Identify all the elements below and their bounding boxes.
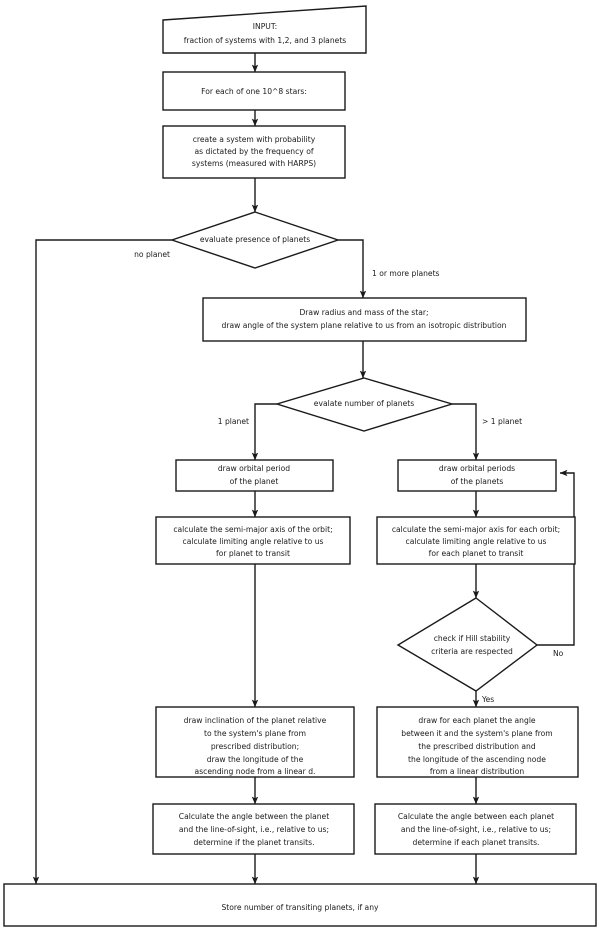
- node-evaluate-presence: evaluate presence of planets: [169, 211, 341, 269]
- edge-no-planet-to-store: [32, 239, 172, 885]
- node-inclination-multi: draw for each planet the angle between i…: [376, 706, 579, 778]
- semimajor-multi-rect: [376, 516, 576, 565]
- evaluate-number-diamond: [274, 377, 455, 432]
- node-inclination-single: draw inclination of the planet relative …: [155, 706, 355, 778]
- node-period-single: draw orbital period of the planet: [175, 459, 334, 492]
- node-inclination-single-line-0: draw inclination of the planet relative: [184, 716, 327, 725]
- node-transit-multi-line-1: and the line-of-sight, i.e., relative to…: [401, 825, 551, 834]
- node-transit-single-line-1: and the line-of-sight, i.e., relative to…: [179, 825, 329, 834]
- node-create-system-line-2: systems (measured with HARPS): [192, 159, 316, 168]
- node-evaluate-presence-line-0: evaluate presence of planets: [200, 235, 310, 244]
- edge-label-hill-no: No: [553, 649, 564, 658]
- node-period-single-line-0: draw orbital period: [218, 464, 290, 473]
- draw-star-rect: [202, 297, 527, 342]
- node-period-single-line-1: of the planet: [230, 477, 279, 486]
- node-input-line-1: fraction of systems with 1,2, and 3 plan…: [184, 36, 347, 45]
- node-semimajor-multi-line-0: calculate the semi-major axis for each o…: [392, 525, 560, 534]
- node-inclination-multi-line-3: the longitude of the ascending node: [408, 755, 546, 764]
- node-transit-multi: Calculate the angle between each planet …: [374, 803, 577, 855]
- inclination-single-rect: [155, 706, 355, 778]
- edge-label-one-or-more-planets: 1 or more planets: [372, 269, 440, 278]
- node-create-system-line-1: as dictated by the frequency of: [194, 147, 313, 156]
- node-hill-check-line-1: criteria are respected: [431, 647, 513, 656]
- inclination-multi-rect: [376, 706, 579, 778]
- node-semimajor-single: calculate the semi-major axis of the orb…: [155, 516, 351, 565]
- node-transit-single-line-2: determine if the planet transits.: [193, 838, 314, 847]
- period-multi-rect: [397, 459, 557, 492]
- node-transit-multi-line-0: Calculate the angle between each planet: [398, 812, 554, 821]
- period-single-rect: [175, 459, 334, 492]
- edge-label-hill-yes: Yes: [481, 695, 494, 704]
- edge-label-more-than-one-planet: > 1 planet: [482, 417, 522, 426]
- semimajor-single-rect: [155, 516, 351, 565]
- node-store: Store number of transiting planets, if a…: [3, 883, 597, 927]
- node-loop-stars-line-0: For each of one 10^8 stars:: [201, 87, 307, 96]
- node-period-multi: draw orbital periods of the planets: [397, 459, 557, 492]
- evaluate-presence-diamond: [169, 211, 341, 269]
- node-inclination-single-line-1: to the system's plane from: [204, 729, 306, 738]
- store-rect: [3, 883, 597, 927]
- node-hill-check-line-0: check if Hill stability: [434, 634, 511, 643]
- node-semimajor-multi-line-1: calculate limiting angle relative to us: [406, 537, 547, 546]
- transit-single-rect: [152, 803, 355, 855]
- node-semimajor-multi-line-2: for each planet to transit: [429, 549, 524, 558]
- node-semimajor-multi: calculate the semi-major axis for each o…: [376, 516, 576, 565]
- hill-check-diamond: [396, 597, 539, 692]
- node-evaluate-number: evalate number of planets: [274, 377, 455, 432]
- edge-one-or-more-to-draw-star: [338, 239, 367, 299]
- edge-label-one-planet: 1 planet: [218, 417, 249, 426]
- node-inclination-multi-line-1: between it and the system's plane from: [401, 729, 552, 738]
- node-input-line-0: INPUT:: [253, 22, 277, 31]
- node-create-system: create a system with probability as dict…: [162, 125, 346, 179]
- edge-more-planets-to-period-multi: [452, 403, 480, 461]
- node-inclination-multi-line-2: the prescribed distribution and: [418, 742, 536, 751]
- input-trapezoid-shape: [162, 5, 367, 54]
- node-semimajor-single-line-1: calculate limiting angle relative to us: [183, 537, 324, 546]
- node-draw-star-line-1: draw angle of the system plane relative …: [222, 321, 507, 330]
- node-inclination-single-line-3: draw the longitude of the: [207, 755, 304, 764]
- node-inclination-multi-line-0: draw for each planet the angle: [418, 716, 536, 725]
- node-inclination-single-line-4: ascending node from a linear d.: [195, 767, 316, 776]
- node-draw-star: Draw radius and mass of the star; draw a…: [202, 297, 527, 342]
- node-inclination-single-line-2: prescribed distribution;: [211, 742, 299, 751]
- edge-label-no-planet: no planet: [134, 250, 170, 259]
- node-evaluate-number-line-0: evalate number of planets: [314, 399, 414, 408]
- node-inclination-multi-line-4: from a linear distribution: [430, 767, 525, 776]
- node-input: INPUT: fraction of systems with 1,2, and…: [162, 5, 367, 54]
- node-transit-single-line-0: Calculate the angle between the planet: [179, 812, 329, 821]
- node-semimajor-single-line-2: for planet to transit: [216, 549, 290, 558]
- node-hill-check: check if Hill stability criteria are res…: [396, 597, 539, 692]
- node-period-multi-line-0: draw orbital periods: [439, 464, 515, 473]
- node-transit-multi-line-2: determine if each planet transits.: [413, 838, 540, 847]
- node-transit-single: Calculate the angle between the planet a…: [152, 803, 355, 855]
- node-loop-stars: For each of one 10^8 stars:: [162, 71, 346, 111]
- node-store-line-0: Store number of transiting planets, if a…: [221, 903, 379, 912]
- node-draw-star-line-0: Draw radius and mass of the star;: [299, 308, 428, 317]
- edge-one-planet-to-period-single: [251, 403, 277, 461]
- node-create-system-line-0: create a system with probability: [193, 135, 316, 144]
- loop-stars-rect: [162, 71, 346, 111]
- edge-label-layer: no planet 1 or more planets 1 planet > 1…: [134, 250, 564, 704]
- create-system-rect: [162, 125, 346, 179]
- node-semimajor-single-line-0: calculate the semi-major axis of the orb…: [173, 525, 332, 534]
- node-period-multi-line-1: of the planets: [451, 477, 504, 486]
- transit-multi-rect: [374, 803, 577, 855]
